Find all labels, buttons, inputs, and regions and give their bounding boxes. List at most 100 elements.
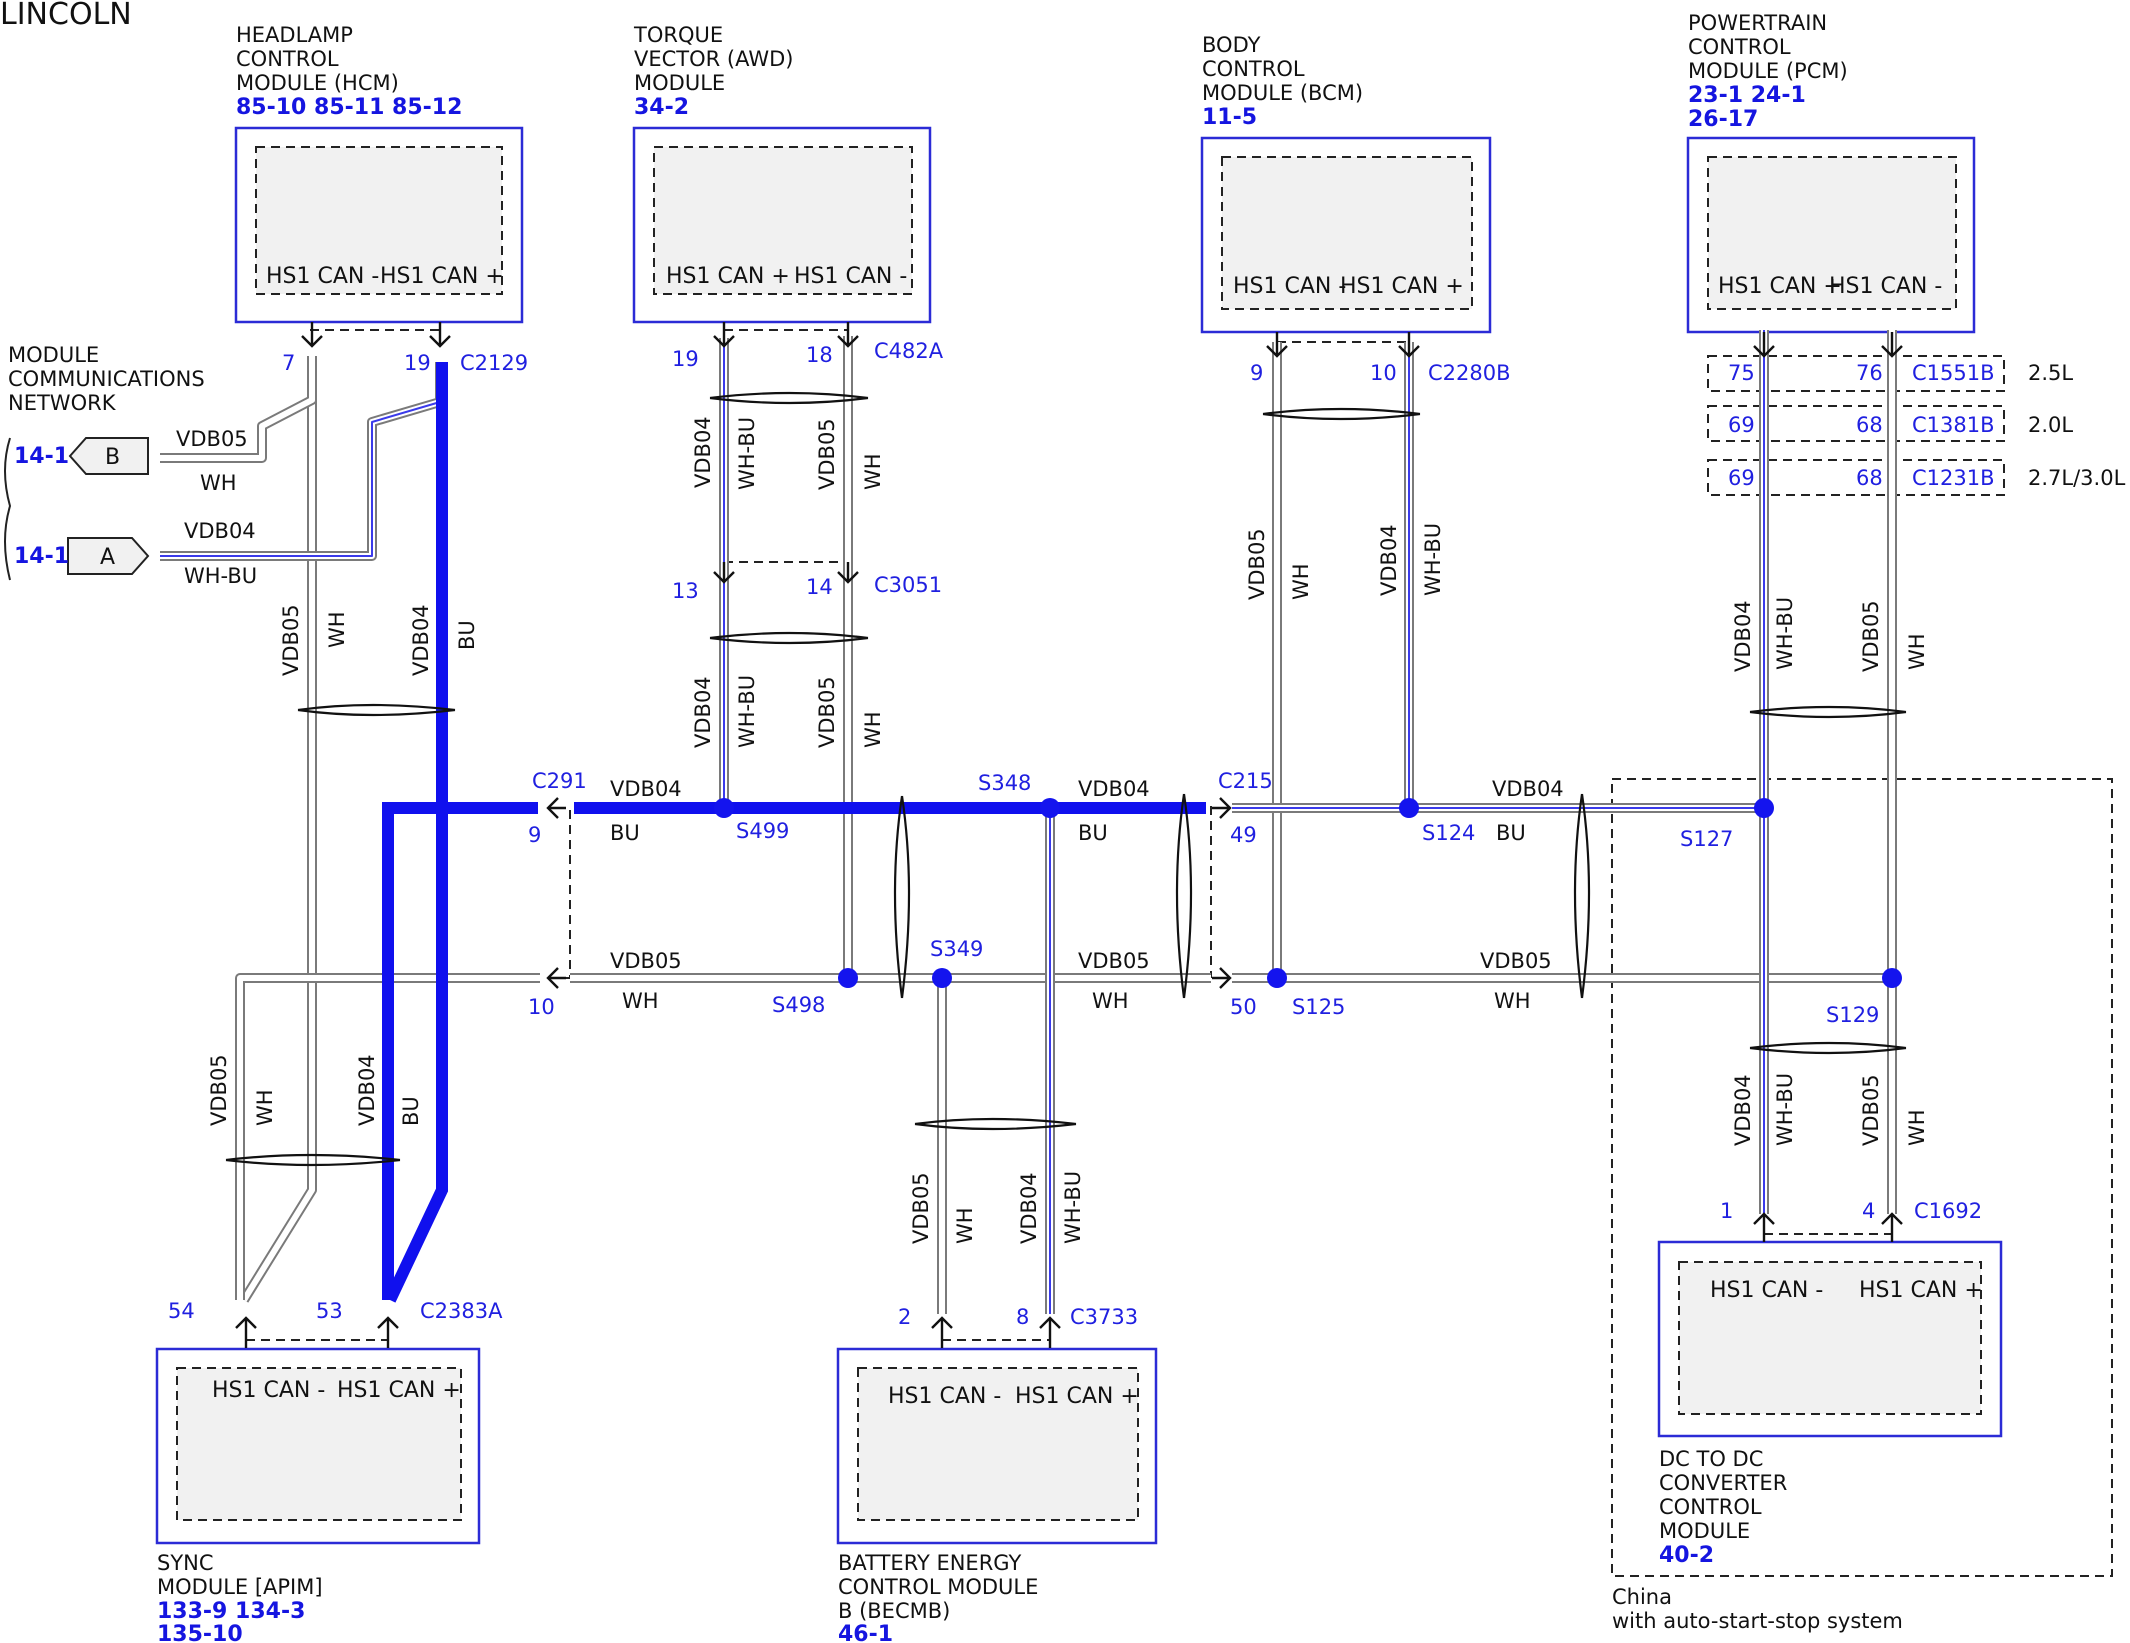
module-apim[interactable]: HS1 CAN - HS1 CAN + bbox=[155, 1347, 481, 1545]
network-tag-b[interactable]: B bbox=[68, 437, 149, 475]
wire-label-wh-bcm: WH bbox=[1289, 563, 1313, 600]
pcm-title-1: POWERTRAIN bbox=[1688, 11, 1827, 35]
bcm-pin-left: HS1 CAN - bbox=[1233, 274, 1346, 299]
connector-c1692: C1692 bbox=[1914, 1199, 1982, 1223]
pin-c291-bot: 10 bbox=[528, 995, 555, 1019]
network-title-3: NETWORK bbox=[8, 391, 117, 415]
becmb-refs[interactable]: 46-1 bbox=[838, 1622, 893, 1643]
module-bcm[interactable]: HS1 CAN - HS1 CAN + bbox=[1200, 136, 1492, 334]
engine-27: 2.7L/3.0L bbox=[2028, 466, 2126, 490]
pin-pcm-20-l: 69 bbox=[1728, 413, 1755, 437]
connector-c291: C291 bbox=[532, 769, 587, 793]
connector-c2280b: C2280B bbox=[1428, 361, 1511, 385]
hcm-title-2: CONTROL bbox=[236, 47, 339, 71]
wire-label-whbu-pcm: WH-BU bbox=[1773, 597, 1797, 670]
splice-s499: S499 bbox=[736, 819, 789, 843]
connector-c215: C215 bbox=[1218, 769, 1273, 793]
tv-pin-left: HS1 CAN + bbox=[666, 264, 790, 289]
engine-20: 2.0L bbox=[2028, 413, 2073, 437]
pin-pcm-27-r: 68 bbox=[1856, 466, 1883, 490]
region-note-1: China bbox=[1612, 1585, 1672, 1609]
pin-tv-r: 18 bbox=[806, 343, 833, 367]
apim-refs-1[interactable]: 133-9 134-3 bbox=[157, 1599, 305, 1624]
wire-label-whbu-becmb: WH-BU bbox=[1061, 1171, 1085, 1244]
hcm-pin-right: HS1 CAN + bbox=[380, 264, 504, 289]
connector-arrows bbox=[235, 322, 1903, 1348]
pin-hcm-r: 19 bbox=[404, 351, 431, 375]
brand-label: LINCOLN bbox=[0, 0, 132, 32]
network-ref-a[interactable]: 14-1 bbox=[14, 544, 69, 569]
splice-s348: S348 bbox=[978, 771, 1031, 795]
dcdc-title-4: MODULE bbox=[1659, 1519, 1750, 1543]
wire-label-vdb05-becmb: VDB05 bbox=[909, 1172, 933, 1244]
dcdc-refs[interactable]: 40-2 bbox=[1659, 1543, 1714, 1568]
wire-label-whbu-dcdc: WH-BU bbox=[1773, 1073, 1797, 1146]
dcdc-pin-right: HS1 CAN + bbox=[1859, 1278, 1983, 1303]
apim-pin-right: HS1 CAN + bbox=[337, 1378, 461, 1403]
apim-refs-2[interactable]: 135-10 bbox=[157, 1622, 243, 1643]
network-brace bbox=[4, 437, 12, 581]
region-note-2: with auto-start-stop system bbox=[1612, 1609, 1903, 1633]
splice-s127: S127 bbox=[1680, 827, 1733, 851]
module-becmb[interactable]: HS1 CAN - HS1 CAN + bbox=[836, 1347, 1158, 1545]
connector-c1231b: C1231B bbox=[1912, 466, 1995, 490]
becmb-title-3: B (BECMB) bbox=[838, 1599, 950, 1623]
hcm-pin-left: HS1 CAN - bbox=[266, 264, 379, 289]
wire-label-wh-pcm: WH bbox=[1905, 633, 1929, 670]
module-hcm[interactable]: HS1 CAN - HS1 CAN + bbox=[234, 126, 524, 324]
wire-label-vdb04-becmb: VDB04 bbox=[1017, 1172, 1041, 1244]
wire-label-bu-s348: BU bbox=[1078, 821, 1108, 845]
wire-label-wh-becmb: WH bbox=[953, 1207, 977, 1244]
network-title-2: COMMUNICATIONS bbox=[8, 367, 205, 391]
pin-dcdc-l: 1 bbox=[1720, 1199, 1733, 1223]
wire-label-vdb04-apim: VDB04 bbox=[355, 1054, 379, 1126]
pin-c291-top: 9 bbox=[528, 823, 541, 847]
hcm-title-1: HEADLAMP bbox=[236, 23, 353, 47]
pcm-refs-2[interactable]: 26-17 bbox=[1688, 107, 1758, 132]
wire-label-wh-apim: WH bbox=[253, 1089, 277, 1126]
tv-refs[interactable]: 34-2 bbox=[634, 95, 689, 120]
pcm-refs-1[interactable]: 23-1 24-1 bbox=[1688, 83, 1806, 108]
pin-apim-r: 53 bbox=[316, 1299, 343, 1323]
module-pcm[interactable]: HS1 CAN + HS1 CAN - bbox=[1686, 136, 1976, 334]
wire-label-vdb04-tv2: VDB04 bbox=[691, 676, 715, 748]
wire-label-vdb05-tv: VDB05 bbox=[815, 418, 839, 490]
wire-label-vdb05-pcm: VDB05 bbox=[1859, 600, 1883, 672]
tv-title-1: TORQUE bbox=[633, 23, 723, 47]
wire-label-vdb04-pcm: VDB04 bbox=[1731, 600, 1755, 672]
wire-label-bu-apim: BU bbox=[399, 1096, 423, 1126]
wire-label-vdb04-tv: VDB04 bbox=[691, 416, 715, 488]
pin-pcm-27-l: 69 bbox=[1728, 466, 1755, 490]
wire-label-wh-b: WH bbox=[200, 471, 237, 495]
wires-white-blue bbox=[160, 330, 1769, 1314]
bcm-title-3: MODULE (BCM) bbox=[1202, 81, 1363, 105]
pin-becmb-r: 8 bbox=[1016, 1305, 1029, 1329]
wire-label-vdb05-hcm: VDB05 bbox=[279, 604, 303, 676]
connector-c1381b: C1381B bbox=[1912, 413, 1995, 437]
connector-c482a: C482A bbox=[874, 339, 944, 363]
wires-blue-thick bbox=[382, 362, 1206, 1303]
pin-tv-l: 19 bbox=[672, 347, 699, 371]
bcm-refs[interactable]: 11-5 bbox=[1202, 105, 1257, 130]
splice-s125: S125 bbox=[1292, 995, 1345, 1019]
module-torque-vector[interactable]: HS1 CAN + HS1 CAN - bbox=[632, 126, 932, 324]
dcdc-pin-left: HS1 CAN - bbox=[1710, 1278, 1823, 1303]
splice-s129: S129 bbox=[1826, 1003, 1879, 1027]
pin-bcm-l: 9 bbox=[1250, 361, 1263, 385]
network-tag-a[interactable]: A bbox=[67, 537, 150, 575]
network-ref-b[interactable]: 14-1 bbox=[14, 444, 69, 469]
wire-label-wh-s125: WH bbox=[1494, 989, 1531, 1013]
becmb-title-2: CONTROL MODULE bbox=[838, 1575, 1038, 1599]
bcm-pin-right: HS1 CAN + bbox=[1340, 274, 1464, 299]
becmb-title-1: BATTERY ENERGY bbox=[838, 1551, 1022, 1575]
network-tag-a-label: A bbox=[100, 545, 115, 570]
wire-label-wh-s349: WH bbox=[1092, 989, 1129, 1013]
engine-25: 2.5L bbox=[2028, 361, 2073, 385]
twisted-pair-markers bbox=[225, 391, 1907, 1167]
wire-label-vdb04-hcm: VDB04 bbox=[409, 604, 433, 676]
becmb-pin-right: HS1 CAN + bbox=[1015, 1384, 1139, 1409]
apim-title-1: SYNC bbox=[157, 1551, 214, 1575]
module-dcdc[interactable]: HS1 CAN - HS1 CAN + bbox=[1657, 1240, 2003, 1438]
hcm-refs[interactable]: 85-10 85-11 85-12 bbox=[236, 95, 462, 120]
